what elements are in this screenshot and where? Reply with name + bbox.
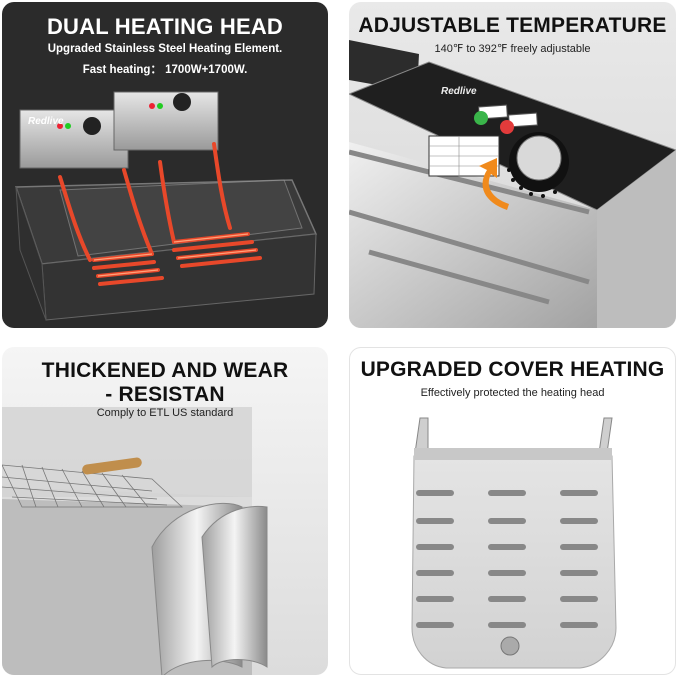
basket-illustration xyxy=(2,407,268,675)
panel-title: UPGRADED COVER HEATING xyxy=(360,358,665,381)
brand-logo: Redlive xyxy=(28,116,64,127)
panel-subtitle-2: Fast heating： 1700W+1700W. xyxy=(82,64,248,76)
fryer-heating-illustration xyxy=(14,91,318,321)
panel-title: ADJUSTABLE TEMPERATURE xyxy=(358,14,667,37)
brand-logo: Redlive xyxy=(441,86,477,97)
panel-subtitle: Effectively protected the heating head xyxy=(420,387,605,399)
panel-title: DUAL HEATING HEAD xyxy=(46,14,284,39)
panel-title-line-2: - RESISTAN xyxy=(105,383,225,406)
panel-adjustable-temperature: Redlive ADJUSTABLE TEMPERATURE 140℉ to 3… xyxy=(349,2,676,328)
panel-thickened-wear-resistant: THICKENED AND WEAR - RESISTAN Comply to … xyxy=(2,347,328,675)
panel-subtitle-1: Upgraded Stainless Steel Heating Element… xyxy=(47,43,283,55)
panel-title-line-1: THICKENED AND WEAR xyxy=(41,359,289,382)
control-panel-illustration xyxy=(349,40,676,328)
panel-upgraded-cover-heating: UPGRADED COVER HEATING Effectively prote… xyxy=(349,347,676,675)
panel-subtitle: Comply to ETL US standard xyxy=(96,407,234,419)
cover-plate-illustration xyxy=(411,417,617,669)
panel-dual-heating-head: Redlive DUAL HEATING HEAD Upgraded Stain… xyxy=(2,2,328,328)
panel-subtitle: 140℉ to 392℉ freely adjustable xyxy=(434,43,591,55)
